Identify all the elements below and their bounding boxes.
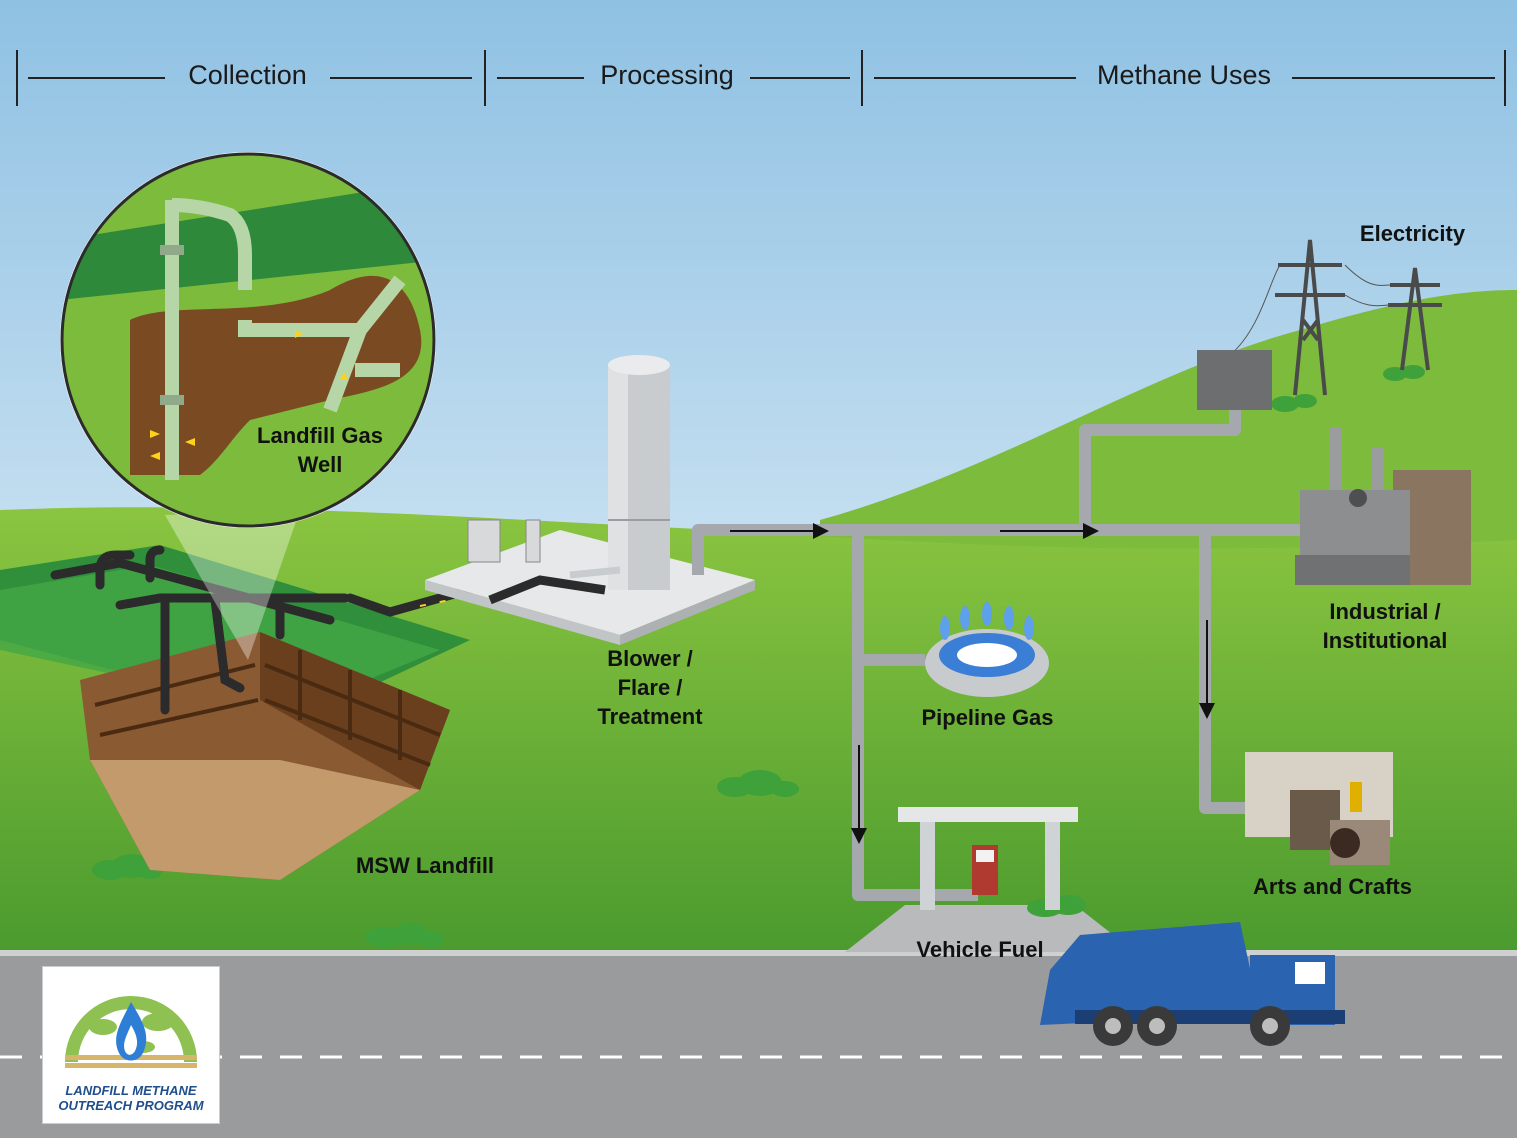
well-label-line2: Well [297,452,343,477]
arts-kiln [1245,752,1393,865]
garbage-truck [1040,922,1345,1046]
pipe-network [692,400,1300,901]
msw-landfill [0,545,501,880]
driveway [845,905,1135,952]
well-label: Landfill Gas Well [235,421,405,479]
arts-crafts-label: Arts and Crafts [1253,874,1412,899]
stage-methane-uses: Methane Uses [1096,60,1272,90]
msw-landfill-label: MSW Landfill [355,853,495,878]
magnify-cone [165,510,300,660]
lmop-logo: LANDFILL METHANE OUTREACH PROGRAM [42,966,220,1124]
well-label-line1: Landfill Gas [257,423,383,448]
blower-label-line1: Blower / [607,646,693,671]
industrial-label-line1: Industrial / [1329,599,1441,624]
flow-arrows [730,523,1215,844]
vehicle-fuel-label: Vehicle Fuel [916,937,1044,962]
blower-flare-treatment [425,355,755,645]
stage-header [16,50,1506,106]
stage-processing: Processing [600,60,734,90]
blower-label: Blower / Flare / Treatment [575,644,725,731]
gas-station [898,807,1078,910]
industrial-label-line2: Institutional [1322,628,1448,653]
blower-label-line2: Flare / [617,675,683,700]
road-edge [0,950,1517,956]
logo-line1: LANDFILL METHANE [65,1083,197,1098]
power-towers [1275,239,1442,396]
blower-label-line3: Treatment [597,704,703,729]
gas-well-lens [60,152,436,528]
electricity-label: Electricity [1359,221,1466,246]
factory [1295,428,1471,585]
transformer-box [1197,350,1272,410]
pipeline-gas-ring [925,602,1049,697]
industrial-label: Industrial / Institutional [1305,597,1465,655]
globe-flame-icon [65,996,197,1068]
logo-line2: OUTREACH PROGRAM [58,1098,204,1113]
stage-collection: Collection [188,60,307,90]
pipeline-gas-label: Pipeline Gas [921,705,1054,730]
